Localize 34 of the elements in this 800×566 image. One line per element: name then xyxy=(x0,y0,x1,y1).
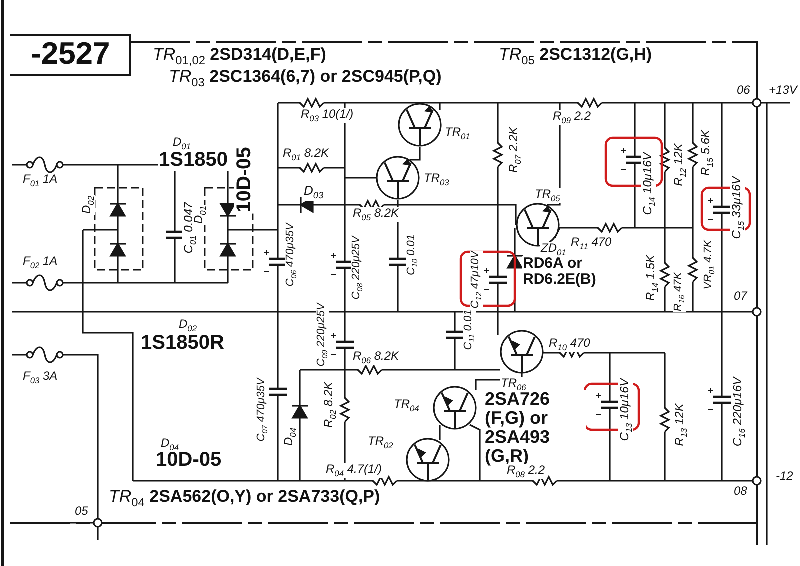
component-label: D$_{03}$ xyxy=(303,184,325,202)
component-label: -12 xyxy=(775,470,794,483)
component-label: D$_{01}$ xyxy=(172,136,192,152)
component-label: R$_{08}$ 2.2 xyxy=(506,464,546,480)
component-label: TR$_{01,02}$ 2SD314(D,E,F) xyxy=(152,46,328,67)
component-label: TR$_{03}$ xyxy=(423,172,450,188)
part-number: 1S1850 xyxy=(158,150,229,171)
part-number: 10D-05 xyxy=(234,146,256,214)
component-label: ZD$_{01}$ xyxy=(540,242,568,258)
component-label: D$_{02}$ xyxy=(178,318,198,334)
component-label: R$_{11}$ 470 xyxy=(570,236,613,252)
component-label: +13V xyxy=(768,84,798,97)
part-number: 2SA726 (F,G) or 2SA493 (G,R) xyxy=(484,390,586,466)
component-label: 05 xyxy=(74,505,90,518)
component-label: 07 xyxy=(733,290,748,303)
component-label: TR$_{01}$ xyxy=(444,126,472,142)
component-label: TR$_{03}$ 2SC1364(6,7) or 2SC945(P,Q) xyxy=(168,68,443,89)
component-label: TR$_{05}$ 2SC1312(G,H) xyxy=(498,46,654,67)
component-label: R$_{09}$ 2.2 xyxy=(552,110,592,126)
component-label: F$_{02}$ 1A xyxy=(22,255,59,270)
component-label: R$_{10}$ 470 xyxy=(548,337,592,352)
component-label: R$_{04}$ 4.7(1/) xyxy=(325,463,384,478)
component-label: R$_{01}$ 8.2K xyxy=(282,147,330,162)
component-label: TR$_{04}$ xyxy=(393,398,420,414)
component-label: TR$_{05}$ xyxy=(534,188,562,204)
component-label: R$_{05}$ 8.2K xyxy=(352,207,400,222)
component-label: TR$_{04}$ 2SA562(O,Y) or 2SA733(Q,P) xyxy=(108,488,382,509)
component-label: TR$_{02}$ xyxy=(367,435,394,450)
component-label: F$_{01}$ 1A xyxy=(22,173,59,188)
component-label: 06 xyxy=(736,84,752,97)
component-label: F$_{03}$ 3A xyxy=(22,370,59,386)
component-label: R$_{03}$ 10(1/) xyxy=(300,108,355,124)
component-label: 08 xyxy=(733,485,748,498)
component-label: R$_{06}$ 8.2K xyxy=(352,350,400,366)
